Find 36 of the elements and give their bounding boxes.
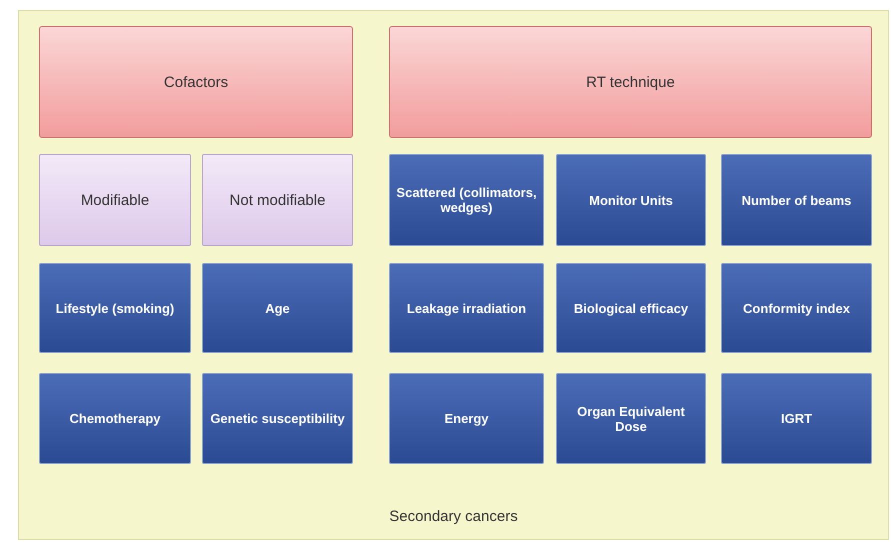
box-label: Cofactors	[164, 74, 228, 90]
footer-label: Secondary cancers	[389, 508, 518, 525]
box-label: Organ Equivalent Dose	[576, 404, 686, 434]
box-label: Not modifiable	[230, 192, 326, 208]
box-label: Conformity index	[743, 300, 850, 316]
category-header	[39, 26, 353, 138]
factor-box	[202, 373, 353, 464]
box-label: RT technique	[586, 74, 675, 90]
box-label: Chemotherapy	[69, 411, 161, 426]
category-header	[389, 26, 872, 138]
factor-box	[721, 154, 872, 246]
box-label: Energy	[444, 411, 489, 426]
subcategory-box	[202, 154, 353, 246]
box-label: Modifiable	[80, 192, 150, 208]
factor-box	[556, 373, 706, 464]
box-label: Lifestyle (smoking)	[56, 300, 174, 316]
factor-box	[556, 263, 706, 353]
factor-box	[39, 373, 191, 464]
subcategory-box	[39, 154, 191, 246]
box-label: Genetic susceptibility	[210, 411, 345, 426]
box-label: IGRT	[780, 411, 812, 426]
factor-box	[389, 373, 544, 464]
factor-box	[721, 263, 872, 353]
factor-box	[389, 154, 544, 246]
box-label: Number of beams	[742, 192, 852, 208]
box-label: Biological efficacy	[574, 300, 688, 316]
factor-box	[389, 263, 544, 353]
factor-box	[721, 373, 872, 464]
panel-background	[18, 10, 889, 540]
factor-box	[556, 154, 706, 246]
box-label: Leakage irradiation	[406, 300, 526, 316]
box-label: Monitor Units	[589, 192, 673, 208]
box-label: Scattered (collimators, wedges)	[396, 185, 537, 215]
box-label: Age	[265, 300, 290, 316]
factor-box	[202, 263, 353, 353]
factor-box	[39, 263, 191, 353]
